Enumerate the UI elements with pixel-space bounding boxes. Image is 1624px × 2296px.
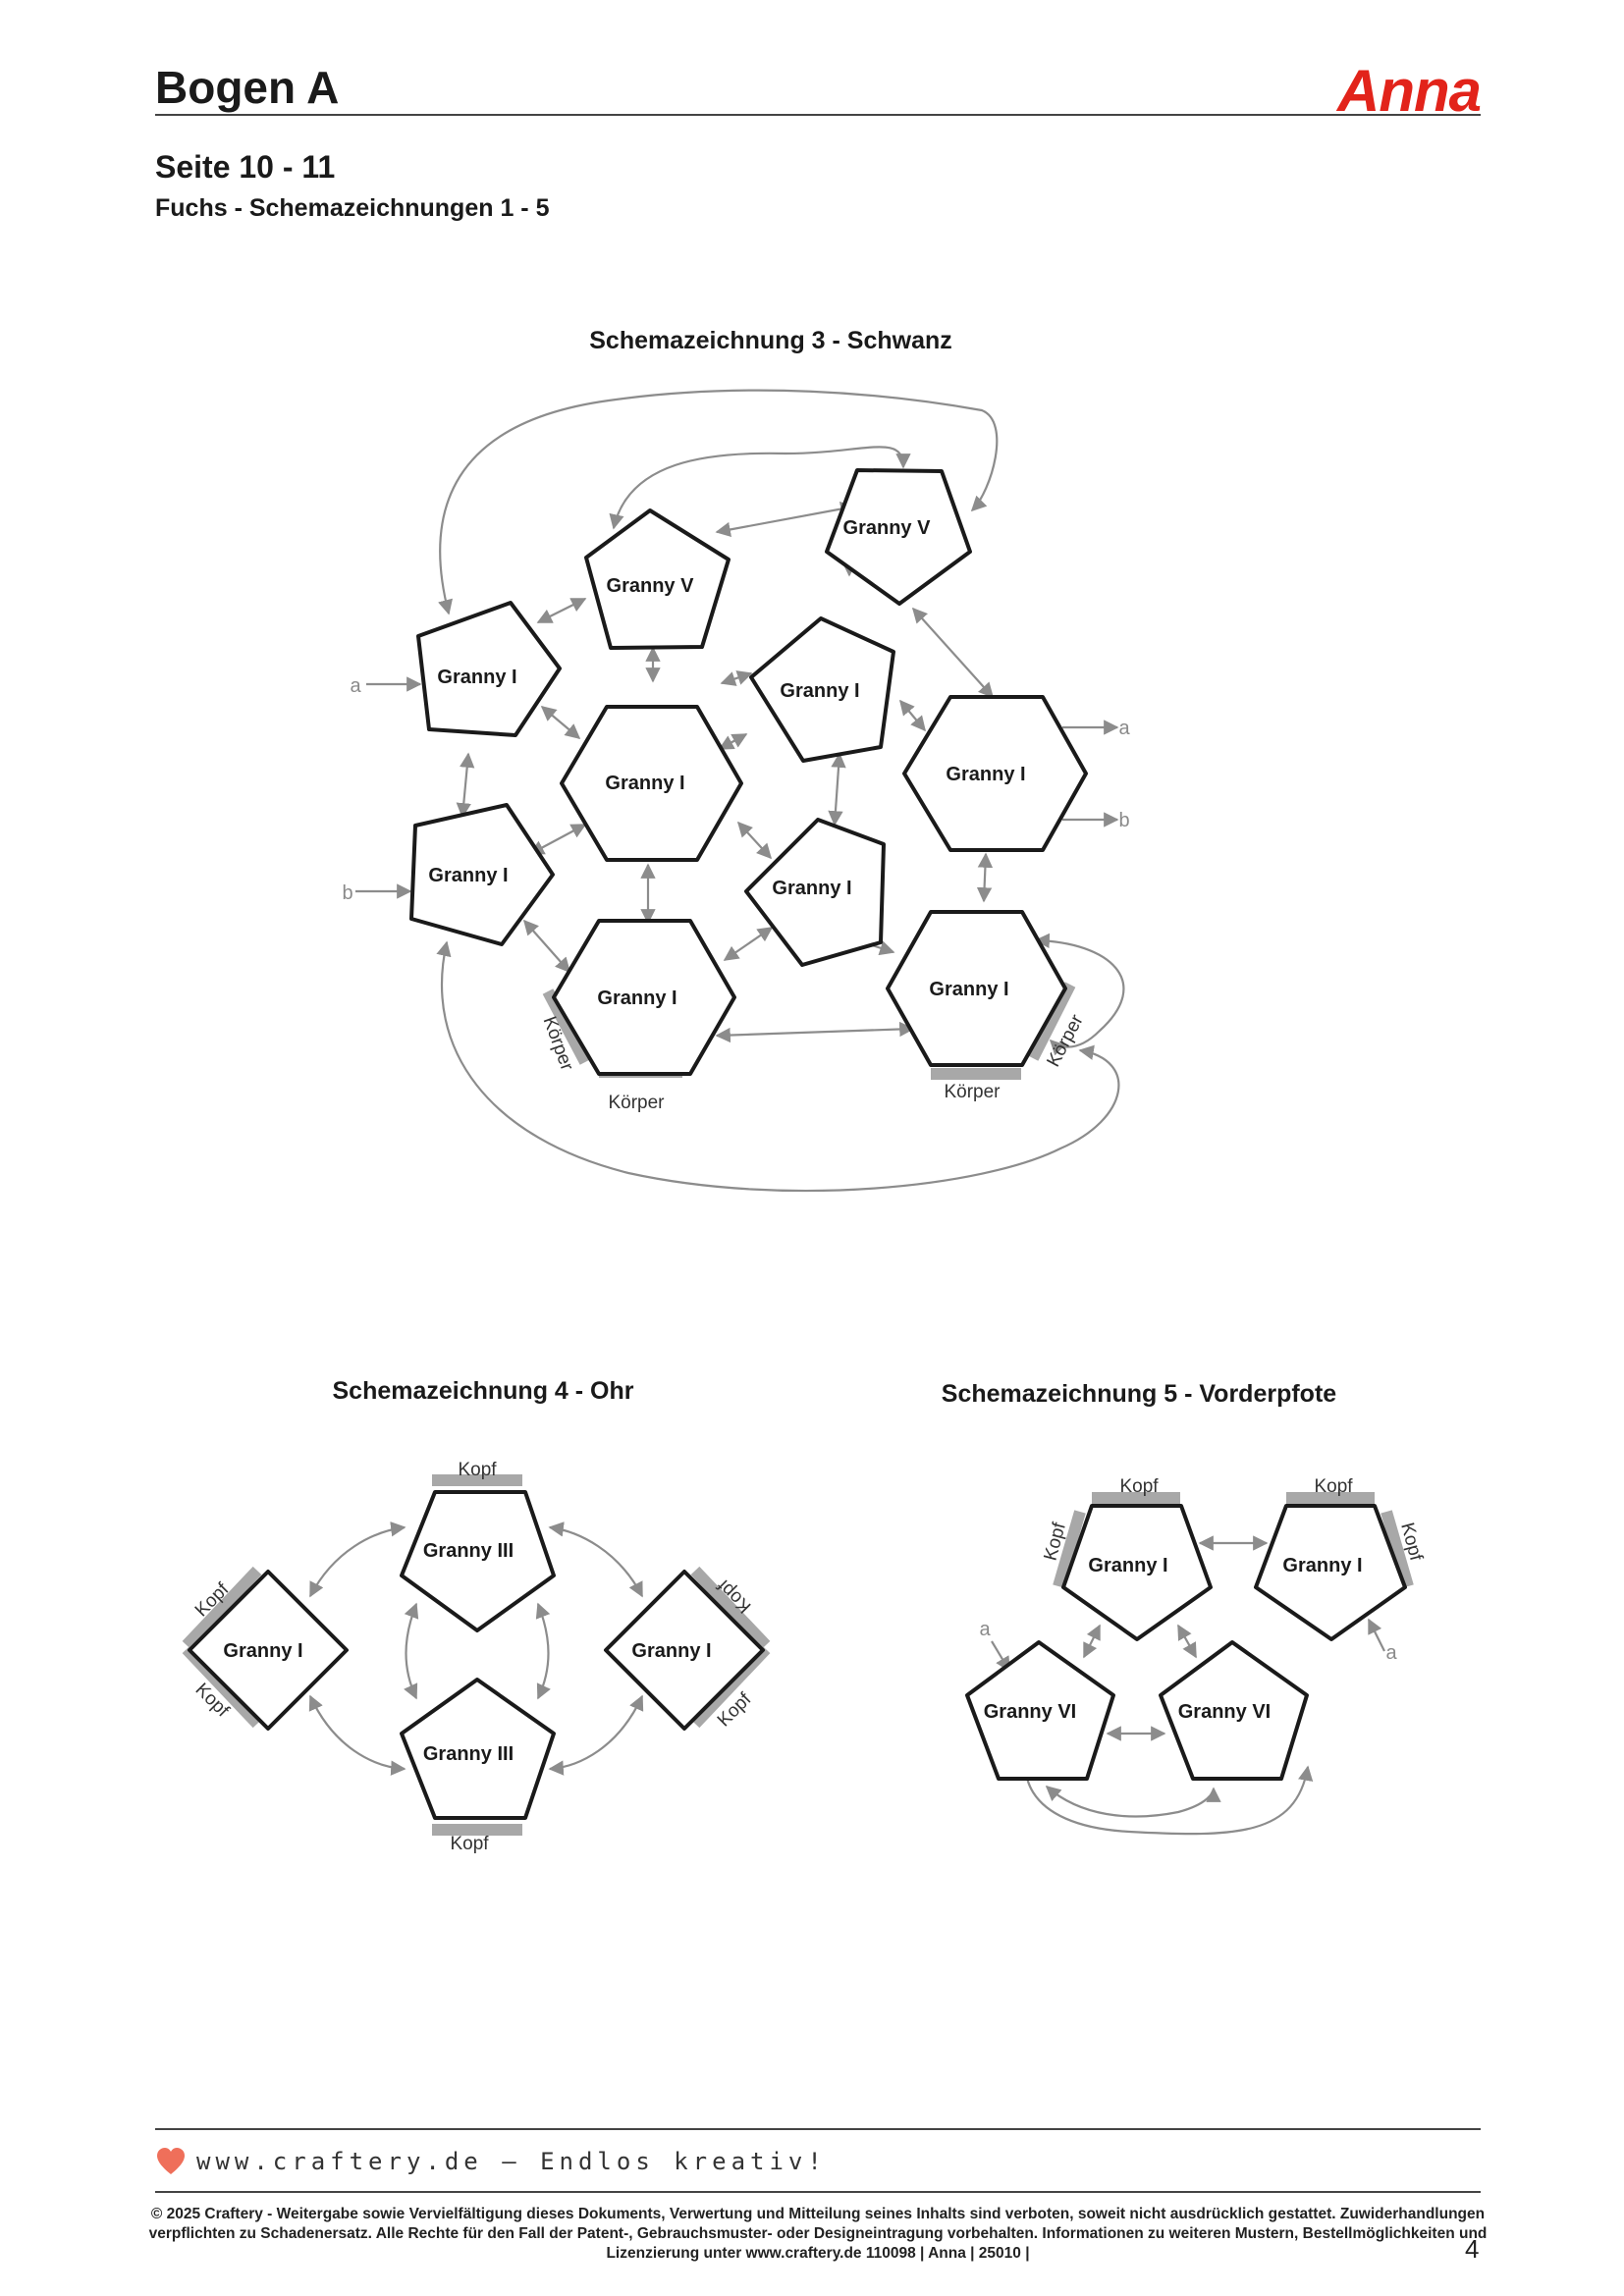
footer-divider — [155, 2128, 1481, 2130]
heart-icon — [157, 2148, 185, 2174]
granny-i-label: Granny I — [428, 865, 508, 886]
koerper-label: Körper — [608, 1093, 665, 1113]
kopf-label: Kopf — [1119, 1476, 1159, 1497]
diagram-5-heading: Schemazeichnung 5 - Vorderpfote — [942, 1380, 1336, 1408]
koerper-label: Körper — [944, 1082, 1001, 1102]
granny-i-label: Granny I — [1088, 1555, 1167, 1576]
granny-i-diamond — [188, 1570, 349, 1731]
granny-iii-pentagon — [400, 1678, 556, 1820]
kopf-label: Kopf — [450, 1834, 489, 1854]
connection-arrows — [436, 389, 1125, 1193]
header-divider — [155, 114, 1481, 116]
kopf-seam — [1053, 1510, 1086, 1588]
granny-i-pentagon — [416, 601, 562, 737]
granny-iii-label: Granny III — [423, 1540, 514, 1562]
granny-i-pentagon — [1061, 1504, 1213, 1641]
page-number: 4 — [1465, 2234, 1480, 2264]
granny-i-label: Granny I — [929, 979, 1008, 1000]
label-a: a — [979, 1619, 991, 1640]
diagram-3-schwanz: Schemazeichnung 3 - Schwanz — [342, 327, 1130, 1193]
granny-vi-pentagon — [1159, 1640, 1309, 1781]
label-a: a — [1118, 718, 1130, 739]
granny-v-pentagon — [825, 468, 972, 606]
granny-i-pentagon — [744, 818, 886, 967]
footer-divider — [155, 2191, 1481, 2193]
granny-i-pentagon — [409, 803, 555, 946]
granny-i-label: Granny I — [437, 667, 516, 688]
label-b: b — [1118, 810, 1129, 831]
granny-i-hexagon — [886, 910, 1067, 1067]
page-title: Bogen A — [155, 62, 340, 113]
granny-i-label: Granny I — [1282, 1555, 1362, 1576]
granny-i-hexagon — [902, 695, 1088, 852]
label-a: a — [350, 675, 361, 697]
label-a: a — [1385, 1642, 1397, 1664]
granny-i-pentagon — [1254, 1504, 1407, 1641]
granny-i-hexagon — [560, 705, 743, 862]
kopf-label: Kopf — [458, 1460, 497, 1480]
kopf-seam — [1380, 1510, 1414, 1588]
granny-i-label: Granny I — [772, 878, 851, 899]
diagram-5-vorderpfote: Schemazeichnung 5 - Vorderpfote a a Gran… — [942, 1380, 1427, 1836]
granny-iii-pentagon — [400, 1490, 556, 1632]
section-subtitle: Fuchs - Schemazeichnungen 1 - 5 — [155, 194, 550, 222]
entry-arrows — [355, 676, 1119, 899]
granny-vi-pentagon — [965, 1640, 1115, 1781]
label-b: b — [342, 882, 352, 904]
diagram-4-ohr: Schemazeichnung 4 - Ohr Granny III Grann… — [182, 1377, 771, 1854]
granny-vi-label: Granny VI — [984, 1701, 1076, 1723]
granny-i-label: Granny I — [605, 773, 684, 794]
granny-i-label: Granny I — [223, 1640, 302, 1662]
footer-slogan: www.craftery.de – Endlos kreativ! — [196, 2148, 827, 2175]
diagram-3-heading: Schemazeichnung 3 - Schwanz — [589, 327, 952, 354]
granny-i-diamond — [604, 1570, 765, 1731]
granny-i-label: Granny I — [780, 680, 859, 702]
copyright-notice: © 2025 Craftery - Weitergabe sowie Vervi… — [148, 2206, 1488, 2262]
diagram-4-heading: Schemazeichnung 4 - Ohr — [332, 1377, 633, 1405]
granny-i-hexagon — [552, 919, 736, 1076]
granny-v-label: Granny V — [843, 517, 932, 539]
granny-i-pentagon — [749, 616, 895, 763]
granny-v-pentagon — [584, 508, 731, 650]
kopf-seam — [690, 1566, 771, 1650]
brand-logo: Anna — [1337, 58, 1482, 124]
kopf-label: Kopf — [1314, 1476, 1353, 1497]
connection-arrows — [308, 1522, 644, 1776]
granny-i-label: Granny I — [946, 764, 1025, 785]
section-title: Seite 10 - 11 — [155, 149, 336, 185]
granny-i-label: Granny I — [631, 1640, 711, 1662]
granny-iii-label: Granny III — [423, 1743, 514, 1765]
granny-vi-label: Granny VI — [1178, 1701, 1271, 1723]
granny-v-label: Granny V — [607, 575, 695, 597]
granny-i-label: Granny I — [597, 988, 677, 1009]
kopf-seam — [182, 1566, 262, 1650]
